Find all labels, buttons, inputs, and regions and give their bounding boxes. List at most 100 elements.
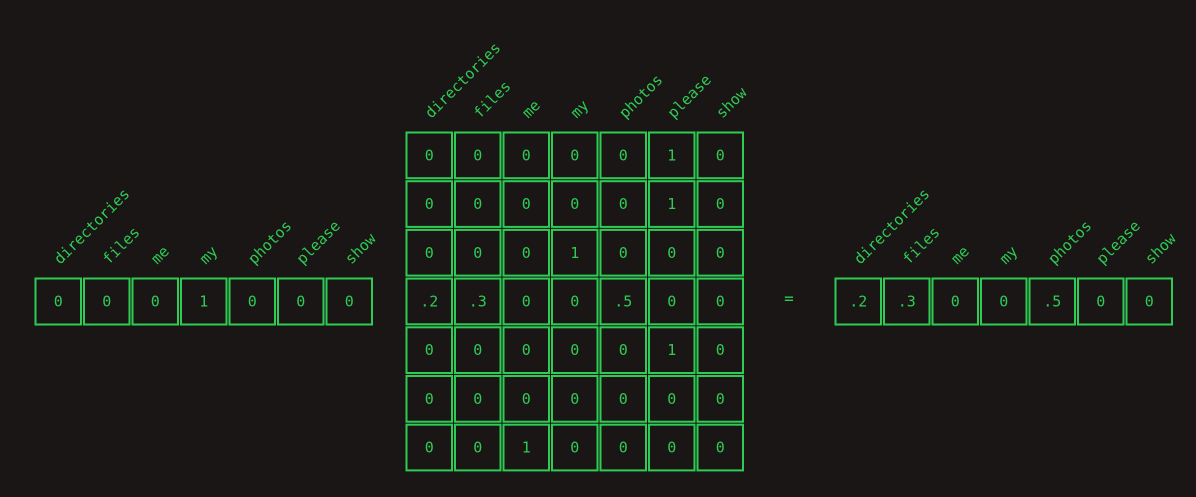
matrix-row-5-cell-box	[405, 375, 453, 423]
matrix-row-0-cell-value: 0	[425, 146, 434, 164]
matrix-row-0-cell-box	[599, 131, 647, 180]
matrix-row-4-cell-value: 1	[667, 341, 676, 359]
result-vector-header-photos: photos	[1044, 217, 1095, 268]
matrix-row-4-cell-box	[405, 326, 453, 374]
input-vector-cell-value: 0	[296, 293, 305, 311]
matrix-row-5-cell-value: 0	[667, 390, 676, 408]
matrix-row-6-cell-value: 0	[425, 439, 434, 457]
matrix-row-4-cell-value: 0	[619, 341, 628, 359]
result-vector-cell-box	[1077, 277, 1125, 326]
input-vector-cell-box	[325, 277, 373, 326]
matrix-row-2-cell-value: 0	[716, 244, 725, 262]
matrix-row-6-cell-box	[551, 423, 599, 472]
input-vector-header-my: my	[196, 242, 222, 268]
matrix-row-0-cell-box	[405, 131, 453, 180]
matrix-row-5-cell-value: 0	[522, 390, 531, 408]
matrix-row-0-cell-box	[648, 131, 696, 180]
matrix-row-3-cell-value: 0	[716, 292, 725, 310]
matrix-row-2-cell-box	[599, 228, 647, 277]
result-vector-cell-box	[980, 277, 1028, 326]
input-vector-cell-value: 0	[151, 293, 160, 311]
matrix-row-3-cell-box	[599, 277, 647, 326]
matrix-row-3-cell-box	[405, 277, 453, 326]
input-vector-header-files: files	[99, 223, 144, 268]
matrix-row-3-cell-box	[696, 277, 744, 326]
result-vector-cell-box	[834, 277, 882, 326]
matrix-row-1-cell-value: 0	[473, 195, 482, 213]
matrix-row-1-cell-box	[696, 180, 744, 228]
matrix-row-1-cell-value: 0	[522, 195, 531, 213]
matrix-row-5-cell-value: 0	[570, 390, 579, 408]
matrix-row-2-cell-value: 0	[667, 244, 676, 262]
matrix-row-4-cell-box	[551, 326, 599, 374]
matrix-row-3-cell-box	[551, 277, 599, 326]
matrix-row-5-cell-box	[648, 375, 696, 423]
matrix-row-5-cell-box	[599, 375, 647, 423]
matrix-row-0-cell-value: 0	[473, 146, 482, 164]
input-vector-cell-value: 0	[345, 293, 354, 311]
matrix-row-5-cell-value: 0	[619, 390, 628, 408]
input-vector-header-photos: photos	[244, 217, 295, 268]
matrix-row-4-cell-value: 0	[716, 341, 725, 359]
matrix-row-2-cell-box	[551, 228, 599, 277]
matrix-row-2-cell-box	[405, 228, 453, 277]
matrix-row-4-cell-value: 0	[570, 341, 579, 359]
matrix-row-6-cell-value: 1	[522, 439, 531, 457]
result-vector-cell-value: .2	[849, 293, 867, 311]
matrix-row-3-cell-value: .3	[469, 292, 487, 310]
matrix-row-6-cell-value: 0	[619, 439, 628, 457]
result-vector-header-files: files	[899, 223, 944, 268]
result-vector-cell-box	[1125, 277, 1173, 326]
matrix-row-2-cell-box	[648, 228, 696, 277]
matrix-row-0-cell-value: 1	[667, 146, 676, 164]
input-vector-cell-box	[277, 277, 325, 326]
matrix-header-files: files	[470, 77, 515, 122]
input-vector-cell-box	[83, 277, 131, 326]
matrix-row-5-cell-value: 0	[716, 390, 725, 408]
matrix-row-3-cell-value: 0	[570, 292, 579, 310]
input-vector-cell-value: 1	[199, 293, 208, 311]
input-vector-header-me: me	[147, 242, 173, 268]
matrix-row-0-cell-value: 0	[716, 146, 725, 164]
matrix-row-1-cell-box	[551, 180, 599, 228]
matrix-row-0-cell-box	[502, 131, 550, 180]
result-vector-header-please: please	[1093, 217, 1144, 268]
matrix-row-5-cell-box	[696, 375, 744, 423]
result-vector-cell-box	[883, 277, 931, 326]
matrix-row-2-cell-value: 0	[473, 244, 482, 262]
matrix-row-6-cell-box	[599, 423, 647, 472]
matrix-row-4-cell-box	[599, 326, 647, 374]
matrix-row-4-cell-value: 0	[425, 341, 434, 359]
matrix-header-me: me	[518, 96, 544, 122]
matrix-row-2-cell-box	[502, 228, 550, 277]
result-vector-cell-box	[1028, 277, 1076, 326]
matrix-row-0-cell-value: 0	[570, 146, 579, 164]
matrix-row-6-cell-value: 0	[473, 439, 482, 457]
input-vector-cell-value: 0	[102, 293, 111, 311]
matrix-header-my: my	[567, 96, 593, 122]
input-vector-header-please: please	[293, 217, 344, 268]
matrix-row-1-cell-box	[648, 180, 696, 228]
matrix-row-5-cell-value: 0	[425, 390, 434, 408]
matrix-row-4-cell-value: 0	[473, 341, 482, 359]
matrix-row-5-cell-box	[454, 375, 502, 423]
result-vector-cell-value: 0	[1096, 293, 1105, 311]
matrix-row-4-cell-value: 0	[522, 341, 531, 359]
matrix-row-0-cell-box	[454, 131, 502, 180]
matrix-row-6-cell-box	[648, 423, 696, 472]
matrix-row-6-cell-box	[454, 423, 502, 472]
matrix-row-2-cell-box	[696, 228, 744, 277]
matrix-row-4-cell-box	[648, 326, 696, 374]
matrix-row-3-cell-value: .2	[420, 292, 438, 310]
matrix-row-3-cell-box	[502, 277, 550, 326]
matrix-row-2-cell-value: 0	[522, 244, 531, 262]
input-vector-cell-box	[131, 277, 179, 326]
matrix-row-5-cell-box	[551, 375, 599, 423]
result-vector-header-me: me	[947, 242, 973, 268]
matrix-row-4-cell-box	[502, 326, 550, 374]
matrix-row-1-cell-box	[502, 180, 550, 228]
